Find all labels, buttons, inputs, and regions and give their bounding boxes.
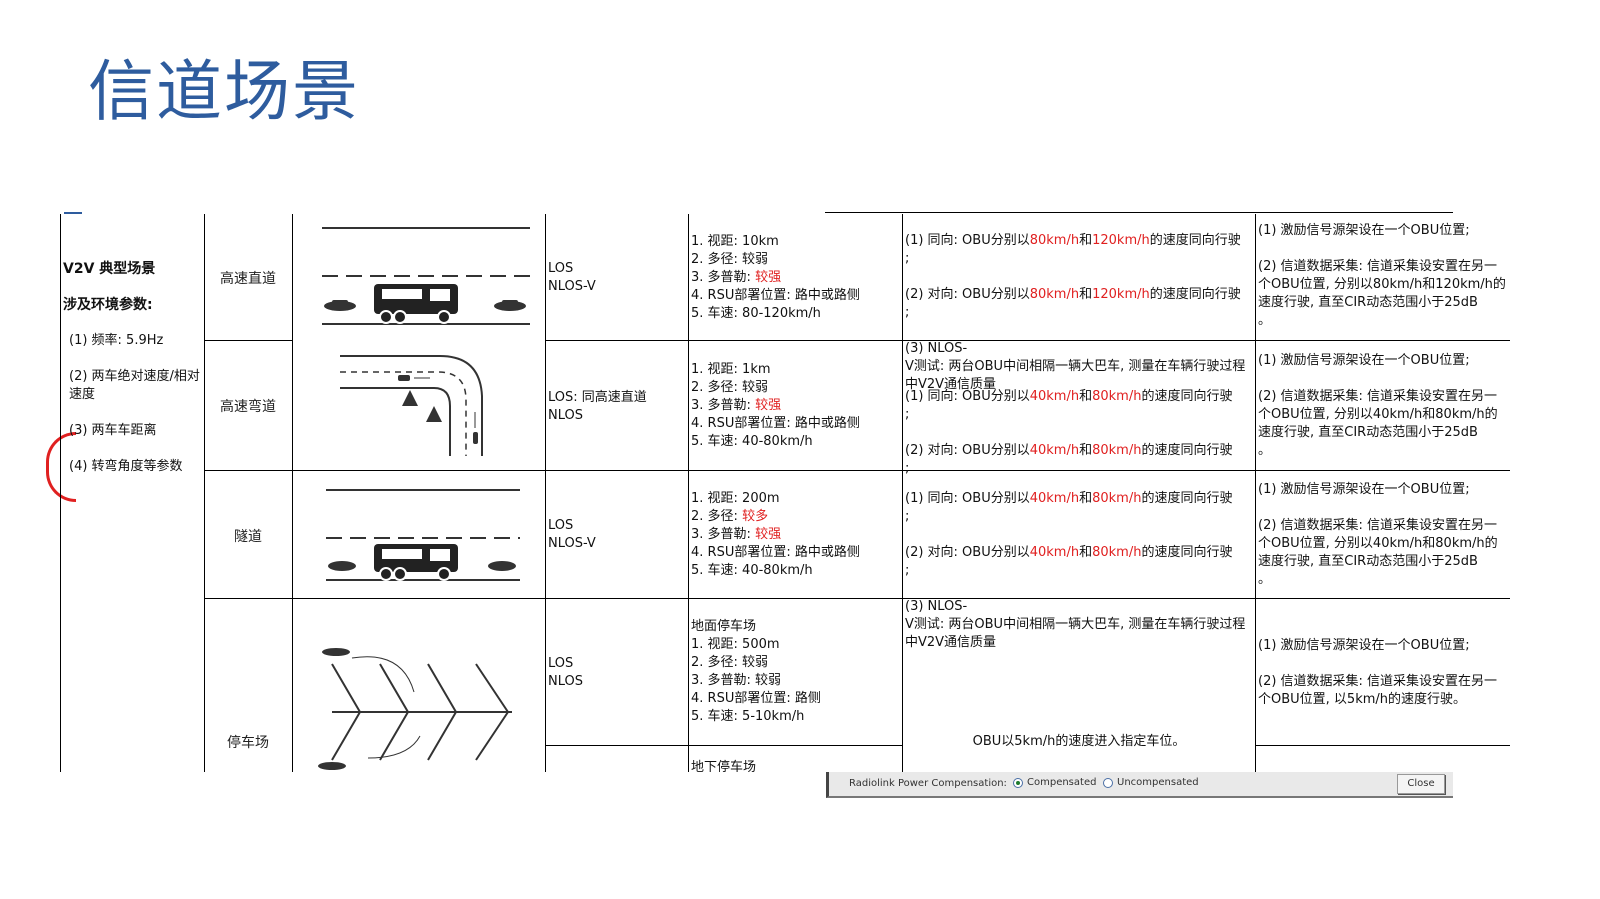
mountain-icon bbox=[426, 406, 442, 422]
highway-straight-figure bbox=[322, 227, 530, 325]
grid-line bbox=[204, 470, 1510, 471]
grid-line bbox=[545, 745, 902, 746]
grid-line bbox=[825, 212, 1453, 213]
param-item: (4) 转弯角度等参数 bbox=[69, 459, 183, 474]
method-cell: (1) 激励信号源架设在一个OBU位置; (2) 信道数据采集: 信道采集设安置… bbox=[1258, 638, 1498, 707]
test-cell: (1) 同向: OBU分别以80km/h和120km/h的速度同向行驶 ; (2… bbox=[905, 214, 1253, 412]
compensation-label: Radiolink Power Compensation: bbox=[849, 778, 1007, 789]
car-icon bbox=[318, 762, 346, 770]
grid-line bbox=[1255, 214, 1256, 772]
prop-line: 3. 多普勒: 较强 bbox=[691, 398, 782, 413]
los-cell: LOS: 同高速直道 NLOS bbox=[548, 390, 647, 423]
prop-line: 5. 车速: 5-10km/h bbox=[691, 709, 805, 724]
grid-line bbox=[204, 214, 205, 772]
prop-line: 1. 视距: 1km bbox=[691, 362, 771, 377]
mountain-icon bbox=[402, 390, 418, 406]
props-cell: 1. 视距: 10km 2. 多径: 较弱 3. 多普勒: 较强 4. RSU部… bbox=[691, 233, 901, 323]
prop-line: 1. 视距: 10km bbox=[691, 234, 779, 249]
param-item: (2) 两车绝对速度/相对速度 bbox=[69, 369, 200, 402]
prop-line: 2. 多径: 较弱 bbox=[691, 380, 769, 395]
prop-line: 4. RSU部署位置: 路中或路侧 bbox=[691, 545, 860, 560]
prop-line: 1. 视距: 200m bbox=[691, 491, 780, 506]
car-icon bbox=[398, 375, 410, 381]
scene-name: 高速直道 bbox=[220, 271, 276, 287]
car-icon bbox=[322, 648, 350, 656]
grid-line bbox=[292, 214, 293, 772]
params-heading: V2V 典型场景 bbox=[63, 261, 156, 277]
method-cell: (1) 激励信号源架设在一个OBU位置; (2) 信道数据采集: 信道采集设安置… bbox=[1258, 223, 1506, 328]
param-item: (1) 频率: 5.9Hz bbox=[69, 333, 164, 348]
highway-curve-figure bbox=[340, 355, 483, 456]
test-line: (3) NLOS- V测试: 两台OBU中间相隔一辆大巴车, 测量在车辆行驶过程… bbox=[905, 341, 1246, 392]
test-cell: (1) 同向: OBU分别以40km/h和80km/h的速度同向行驶 ; (2)… bbox=[905, 472, 1253, 670]
accent-mark bbox=[64, 212, 82, 214]
prop-heading: 地面停车场 bbox=[691, 619, 757, 634]
props-cell: 1. 视距: 1km 2. 多径: 较弱 3. 多普勒: 较强 4. RSU部署… bbox=[691, 361, 901, 451]
props-cell: 地面停车场 1. 视距: 500m 2. 多径: 较弱 3. 多普勒: 较弱 4… bbox=[691, 618, 901, 726]
method-cell: (1) 激励信号源架设在一个OBU位置; (2) 信道数据采集: 信道采集设安置… bbox=[1258, 482, 1498, 587]
grid-line bbox=[204, 598, 1510, 599]
grid-line bbox=[60, 214, 61, 772]
props-next-heading: 地下停车场 bbox=[691, 760, 757, 772]
grid-line bbox=[902, 214, 903, 772]
car-icon bbox=[494, 300, 526, 311]
test-cell: (1) 同向: OBU分别以40km/h和80km/h的速度同向行驶 ; (2)… bbox=[905, 370, 1253, 496]
prop-line: 4. RSU部署位置: 路中或路侧 bbox=[691, 416, 860, 431]
params-subheading: 涉及环境参数: bbox=[63, 297, 153, 313]
method-cell: (1) 激励信号源架设在一个OBU位置; (2) 信道数据采集: 信道采集设安置… bbox=[1258, 353, 1498, 458]
scene-name: 隧道 bbox=[234, 529, 262, 545]
compensated-radio[interactable]: Compensated bbox=[1013, 777, 1096, 788]
tunnel-figure bbox=[326, 489, 520, 581]
bus-icon bbox=[374, 544, 458, 581]
los-cell: LOS NLOS bbox=[548, 656, 583, 689]
page-title: 信道场景 bbox=[88, 53, 360, 130]
test-line: (2) 对向: OBU分别以40km/h和80km/h的速度同向行驶 ; bbox=[905, 545, 1233, 578]
prop-line: 5. 车速: 40-80km/h bbox=[691, 563, 813, 578]
compensated-label: Compensated bbox=[1027, 777, 1097, 788]
grid-line bbox=[545, 214, 546, 772]
uncompensated-radio[interactable]: Uncompensated bbox=[1103, 777, 1199, 788]
test-line: (2) 对向: OBU分别以80km/h和120km/h的速度同向行驶 ; bbox=[905, 287, 1241, 320]
test-line: (3) NLOS- V测试: 两台OBU中间相隔一辆大巴车, 测量在车辆行驶过程… bbox=[905, 599, 1246, 650]
prop-line: 3. 多普勒: 较弱 bbox=[691, 673, 782, 688]
uncompensated-label: Uncompensated bbox=[1117, 777, 1199, 788]
test-line: (1) 同向: OBU分别以80km/h和120km/h的速度同向行驶 ; bbox=[905, 233, 1241, 266]
car-icon bbox=[328, 561, 356, 571]
test-cell: OBU以5km/h的速度进入指定车位。 bbox=[972, 734, 1186, 749]
prop-line: 2. 多径: 较多 bbox=[691, 509, 769, 524]
prop-line: 5. 车速: 80-120km/h bbox=[691, 306, 821, 321]
scene-name: 高速弯道 bbox=[220, 399, 276, 415]
props-cell: 1. 视距: 200m 2. 多径: 较多 3. 多普勒: 较强 4. RSU部… bbox=[691, 490, 901, 580]
scene-name: 停车场 bbox=[227, 735, 269, 751]
prop-line: 4. RSU部署位置: 路侧 bbox=[691, 691, 821, 706]
radiolink-compensation-bar: Radiolink Power Compensation: Compensate… bbox=[826, 772, 1453, 798]
close-button[interactable]: Close bbox=[1397, 774, 1445, 794]
car-icon bbox=[488, 561, 516, 571]
prop-line: 3. 多普勒: 较强 bbox=[691, 527, 782, 542]
car-icon bbox=[473, 432, 478, 444]
grid-line bbox=[1255, 745, 1510, 746]
parking-lot-figure bbox=[318, 648, 512, 770]
radio-empty-icon bbox=[1103, 777, 1113, 788]
grid-line bbox=[545, 340, 1510, 341]
bus-icon bbox=[374, 284, 458, 324]
grid-line bbox=[204, 340, 292, 341]
params-block: V2V 典型场景 涉及环境参数: (1) 频率: 5.9Hz (2) 两车绝对速… bbox=[63, 242, 203, 494]
los-cell: LOS NLOS-V bbox=[548, 518, 596, 551]
test-line: (1) 同向: OBU分别以40km/h和80km/h的速度同向行驶 ; bbox=[905, 389, 1233, 422]
prop-line: 3. 多普勒: 较强 bbox=[691, 270, 782, 285]
test-line: (1) 同向: OBU分别以40km/h和80km/h的速度同向行驶 ; bbox=[905, 491, 1233, 524]
grid-line bbox=[688, 214, 689, 772]
param-item: (3) 两车车距离 bbox=[69, 423, 157, 438]
radio-selected-icon bbox=[1013, 777, 1023, 788]
prop-line: 2. 多径: 较弱 bbox=[691, 655, 769, 670]
prop-line: 5. 车速: 40-80km/h bbox=[691, 434, 813, 449]
test-line: (2) 对向: OBU分别以40km/h和80km/h的速度同向行驶 ; bbox=[905, 443, 1233, 476]
prop-line: 1. 视距: 500m bbox=[691, 637, 780, 652]
los-cell: LOS NLOS-V bbox=[548, 261, 596, 294]
prop-line: 4. RSU部署位置: 路中或路侧 bbox=[691, 288, 860, 303]
prop-line: 2. 多径: 较弱 bbox=[691, 252, 769, 267]
car-icon bbox=[324, 300, 356, 311]
